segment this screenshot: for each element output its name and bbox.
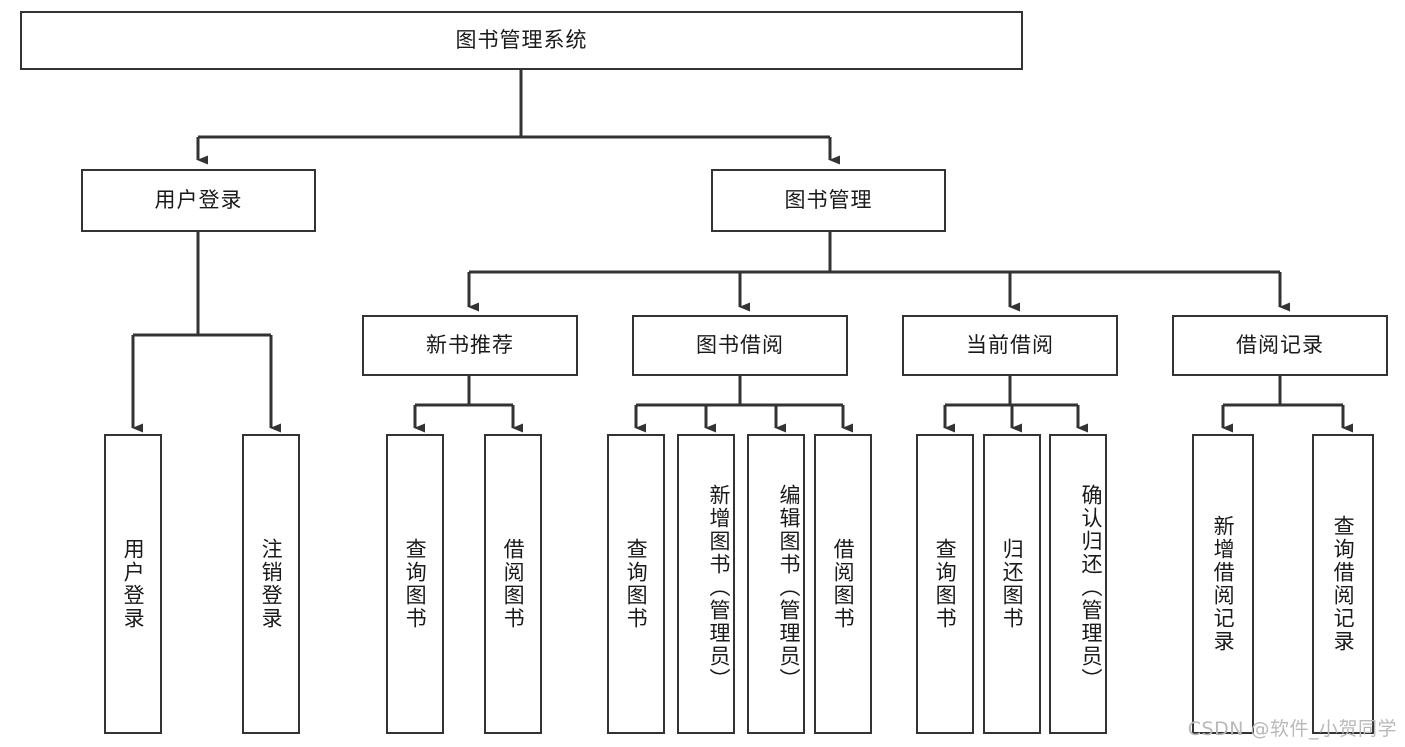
node-label: 新增图书（管理员） — [707, 483, 731, 691]
node-label: 查询借阅记录 — [1331, 515, 1356, 653]
node-label: 当前借阅 — [966, 332, 1054, 357]
leaf-book-borrow-add-book-admin[interactable]: 新增图书（管理员） — [677, 434, 735, 734]
node-label: 确认归还（管理员） — [1079, 483, 1103, 691]
node-root-book-management-system[interactable]: 图书管理系统 — [20, 11, 1023, 70]
node-label: 查询图书 — [403, 538, 428, 630]
leaf-book-borrow-query-book[interactable]: 查询图书 — [607, 434, 665, 734]
node-label: 图书管理系统 — [455, 27, 588, 52]
node-book-management[interactable]: 图书管理 — [711, 169, 946, 232]
node-label: 图书借阅 — [696, 332, 784, 357]
node-label: 注销登录 — [259, 538, 284, 630]
leaf-user-login-logout[interactable]: 注销登录 — [242, 434, 300, 734]
leaf-new-book-borrow-book[interactable]: 借阅图书 — [484, 434, 542, 734]
node-label: 用户登录 — [121, 538, 146, 630]
node-label: 新增借阅记录 — [1211, 515, 1236, 653]
node-user-login[interactable]: 用户登录 — [81, 169, 316, 232]
node-label: 用户登录 — [154, 187, 243, 212]
leaf-current-borrow-query-book[interactable]: 查询图书 — [916, 434, 974, 734]
leaf-current-borrow-return-book[interactable]: 归还图书 — [983, 434, 1041, 734]
leaf-new-book-query-book[interactable]: 查询图书 — [386, 434, 444, 734]
leaf-book-borrow-borrow-book[interactable]: 借阅图书 — [814, 434, 872, 734]
node-current-borrow[interactable]: 当前借阅 — [902, 315, 1118, 376]
node-label: 归还图书 — [1000, 538, 1025, 630]
leaf-user-login-login[interactable]: 用户登录 — [104, 434, 162, 734]
node-label: 借阅图书 — [501, 538, 526, 630]
node-label: 图书管理 — [784, 187, 873, 212]
node-borrow-record[interactable]: 借阅记录 — [1172, 315, 1388, 376]
node-label: 借阅记录 — [1236, 332, 1324, 357]
node-book-borrow[interactable]: 图书借阅 — [632, 315, 848, 376]
node-new-book-recommend[interactable]: 新书推荐 — [362, 315, 578, 376]
node-label: 查询图书 — [933, 538, 958, 630]
leaf-borrow-record-add-record[interactable]: 新增借阅记录 — [1192, 434, 1254, 734]
node-label: 编辑图书（管理员） — [777, 483, 801, 691]
node-label: 借阅图书 — [831, 538, 856, 630]
leaf-borrow-record-query-record[interactable]: 查询借阅记录 — [1312, 434, 1374, 734]
leaf-book-borrow-edit-book-admin[interactable]: 编辑图书（管理员） — [747, 434, 805, 734]
node-label: 查询图书 — [624, 538, 649, 630]
node-label: 新书推荐 — [426, 332, 514, 357]
leaf-current-borrow-confirm-return-admin[interactable]: 确认归还（管理员） — [1049, 434, 1107, 734]
